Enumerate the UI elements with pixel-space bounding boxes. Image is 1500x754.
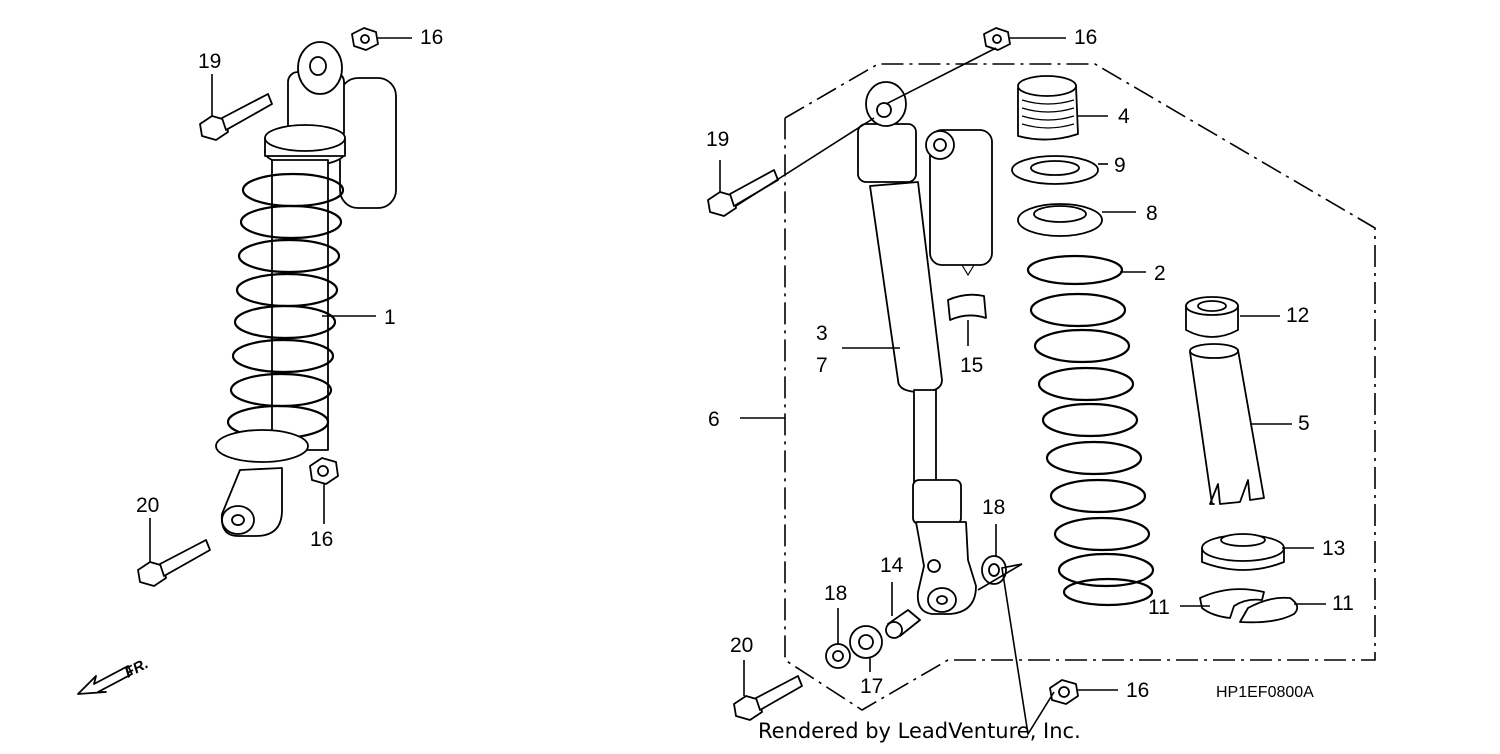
callout-19-right[interactable]: 19: [706, 128, 729, 151]
bushing-17[interactable]: [849, 625, 883, 659]
collar-14[interactable]: [885, 609, 921, 639]
callout-13[interactable]: 13: [1322, 537, 1345, 560]
callout-5[interactable]: 5: [1298, 412, 1310, 435]
adjusting-nut-8[interactable]: [1017, 203, 1103, 237]
callout-6[interactable]: 6: [708, 408, 720, 431]
nut-16-left-bottom[interactable]: [309, 457, 339, 485]
callout-16-right-top[interactable]: 16: [1074, 26, 1097, 49]
front-direction-arrow: FR.: [77, 655, 151, 695]
callout-1[interactable]: 1: [384, 306, 396, 329]
diagram-code: HP1EF0800A: [1216, 684, 1314, 701]
spring-seat-cap-12[interactable]: [1185, 296, 1239, 338]
callout-16-left-top[interactable]: 16: [420, 26, 443, 49]
assembly-boundary: [784, 63, 1376, 711]
callout-16-left-bottom[interactable]: 16: [310, 528, 333, 551]
callout-17[interactable]: 17: [860, 675, 883, 698]
damper-body[interactable]: [857, 81, 993, 615]
bolt-19-right[interactable]: [707, 169, 779, 217]
nut-16-right-top[interactable]: [983, 27, 1011, 51]
callout-8[interactable]: 8: [1146, 202, 1158, 225]
callout-15[interactable]: 15: [960, 354, 983, 377]
callout-16-right-bottom[interactable]: 16: [1126, 679, 1149, 702]
label-15[interactable]: [947, 293, 987, 321]
coil-spring-2[interactable]: [1026, 254, 1155, 607]
callout-20-left[interactable]: 20: [136, 494, 159, 517]
stopper-ring-11-right[interactable]: [1239, 596, 1299, 624]
callout-20-right[interactable]: 20: [730, 634, 753, 657]
collar-18-left[interactable]: [825, 643, 851, 669]
callout-2[interactable]: 2: [1154, 262, 1166, 285]
callout-11-left[interactable]: 11: [1148, 596, 1170, 619]
bolt-20-left[interactable]: [137, 539, 211, 587]
credit-text: Rendered by LeadVenture, Inc.: [758, 719, 1081, 743]
nut-16-right-bottom[interactable]: [1049, 679, 1079, 705]
bolt-20-right[interactable]: [733, 675, 803, 721]
nut-16-left-top[interactable]: [351, 27, 379, 51]
callout-4[interactable]: 4: [1118, 105, 1130, 128]
shock-assembly-left[interactable]: [215, 41, 397, 537]
callout-3[interactable]: 3: [816, 322, 828, 345]
callout-9[interactable]: 9: [1114, 154, 1126, 177]
callout-18-right[interactable]: 18: [982, 496, 1005, 519]
coil-spring-left: [226, 172, 345, 440]
lock-nut-9[interactable]: [1011, 155, 1099, 185]
callout-19-left[interactable]: 19: [198, 50, 221, 73]
callout-12[interactable]: 12: [1286, 304, 1309, 327]
spring-adjuster-4[interactable]: [1017, 75, 1079, 141]
callout-11-right[interactable]: 11: [1332, 592, 1354, 615]
bolt-19-left[interactable]: [199, 93, 273, 141]
spring-guide-5[interactable]: [1189, 343, 1265, 505]
lower-spring-seat-13[interactable]: [1201, 533, 1285, 571]
callout-14[interactable]: 14: [880, 554, 904, 577]
stopper-ring-11-left[interactable]: [1199, 588, 1265, 619]
callout-18-left[interactable]: 18: [824, 582, 847, 605]
callout-7[interactable]: 7: [816, 354, 828, 377]
